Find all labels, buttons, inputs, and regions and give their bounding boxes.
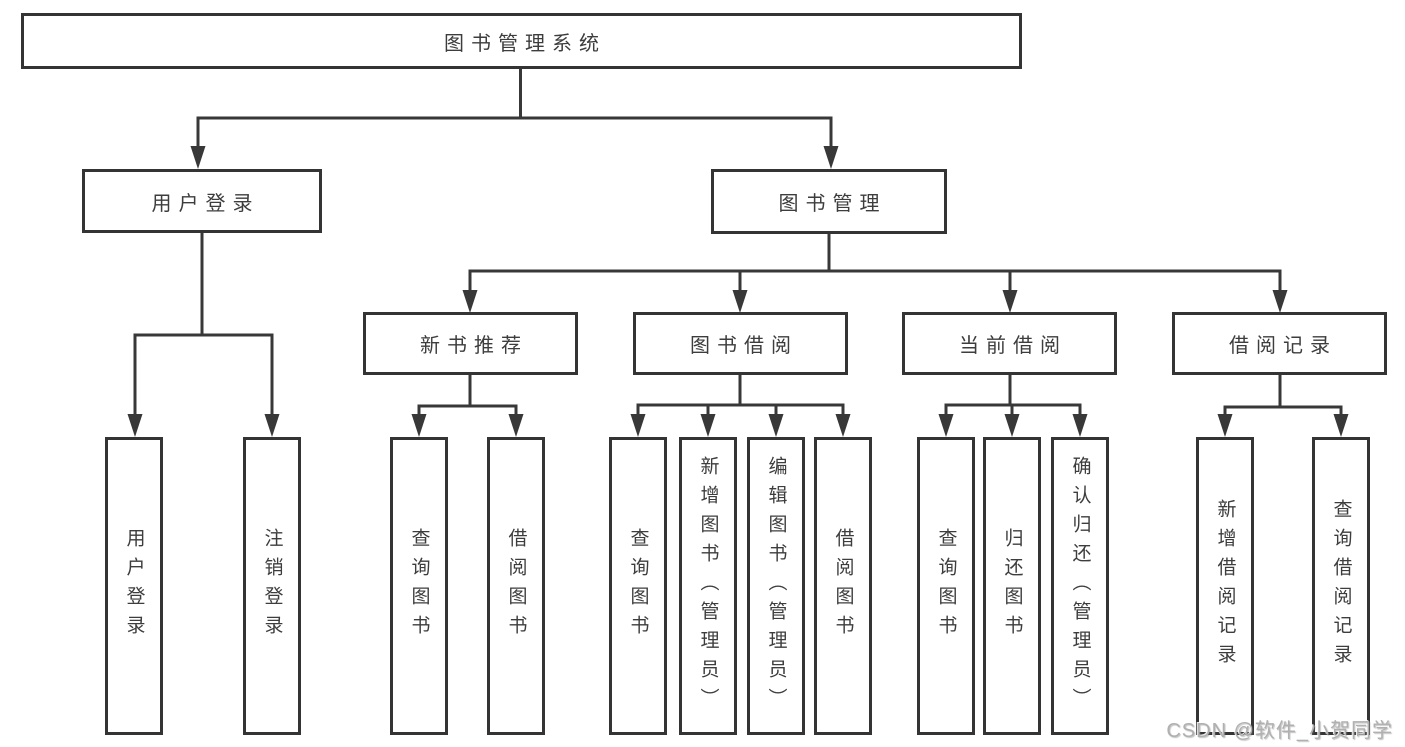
leaf-borrow-books-recommend: 借阅图书 — [487, 437, 545, 735]
leaf-confirm-return-admin: 确认归还（管理员） — [1051, 437, 1109, 735]
leaf-edit-books-admin: 编辑图书（管理员） — [747, 437, 805, 735]
connector-book-borrow-to-leaves — [630, 374, 851, 437]
watermark: CSDN @软件_小贺同学 — [1166, 720, 1393, 742]
node-user-login: 用户登录 — [82, 169, 322, 233]
leaf-label: 归还图书 — [1001, 528, 1023, 644]
leaf-label: 借阅图书 — [832, 528, 854, 644]
node-label: 图书管理 — [778, 193, 887, 215]
leaf-label: 借阅图书 — [505, 528, 527, 644]
node-label: 借阅记录 — [1229, 335, 1337, 357]
node-borrow-records: 借阅记录 — [1172, 312, 1387, 375]
leaf-user-login: 用户登录 — [105, 437, 163, 735]
node-book-borrow: 图书借阅 — [633, 312, 848, 375]
leaf-query-books-recommend: 查询图书 — [390, 437, 448, 735]
leaf-query-books-borrow: 查询图书 — [609, 437, 667, 735]
node-library-management-system: 图书管理系统 — [21, 13, 1022, 69]
node-new-book-recommend: 新书推荐 — [363, 312, 578, 375]
connector-borrow-records-to-leaves — [1217, 374, 1349, 437]
node-current-borrow: 当前借阅 — [902, 312, 1117, 375]
leaf-add-books-admin: 新增图书（管理员） — [679, 437, 737, 735]
leaf-query-books-current: 查询图书 — [917, 437, 975, 735]
leaf-label: 用户登录 — [123, 528, 145, 644]
node-label: 新书推荐 — [420, 335, 528, 357]
leaf-label: 查询图书 — [627, 528, 649, 644]
leaf-label: 查询图书 — [408, 528, 430, 644]
leaf-label: 查询借阅记录 — [1330, 499, 1352, 673]
connector-new-book-recommend-to-leaves — [411, 374, 524, 437]
connector-book-management-to-level3 — [462, 233, 1288, 313]
leaf-add-borrow-record: 新增借阅记录 — [1196, 437, 1254, 735]
leaf-borrow-books-borrow: 借阅图书 — [814, 437, 872, 735]
node-label: 当前借阅 — [959, 335, 1067, 357]
node-book-management: 图书管理 — [711, 169, 947, 234]
connector-root-to-level2 — [190, 68, 839, 169]
node-label: 图书借阅 — [690, 335, 798, 357]
leaf-logout: 注销登录 — [243, 437, 301, 735]
node-label: 图书管理系统 — [444, 32, 606, 55]
leaf-label: 编辑图书（管理员） — [765, 455, 787, 717]
connector-user-login-to-leaves — [127, 232, 280, 437]
leaf-label: 查询图书 — [935, 528, 957, 644]
leaf-return-books: 归还图书 — [983, 437, 1041, 735]
leaf-label: 新增图书（管理员） — [697, 455, 719, 717]
leaf-label: 注销登录 — [261, 528, 283, 644]
node-label: 用户登录 — [151, 192, 260, 215]
leaf-label: 确认归还（管理员） — [1069, 455, 1091, 717]
leaf-query-borrow-record: 查询借阅记录 — [1312, 437, 1370, 735]
leaf-label: 新增借阅记录 — [1214, 499, 1236, 673]
connector-current-borrow-to-leaves — [938, 374, 1088, 437]
